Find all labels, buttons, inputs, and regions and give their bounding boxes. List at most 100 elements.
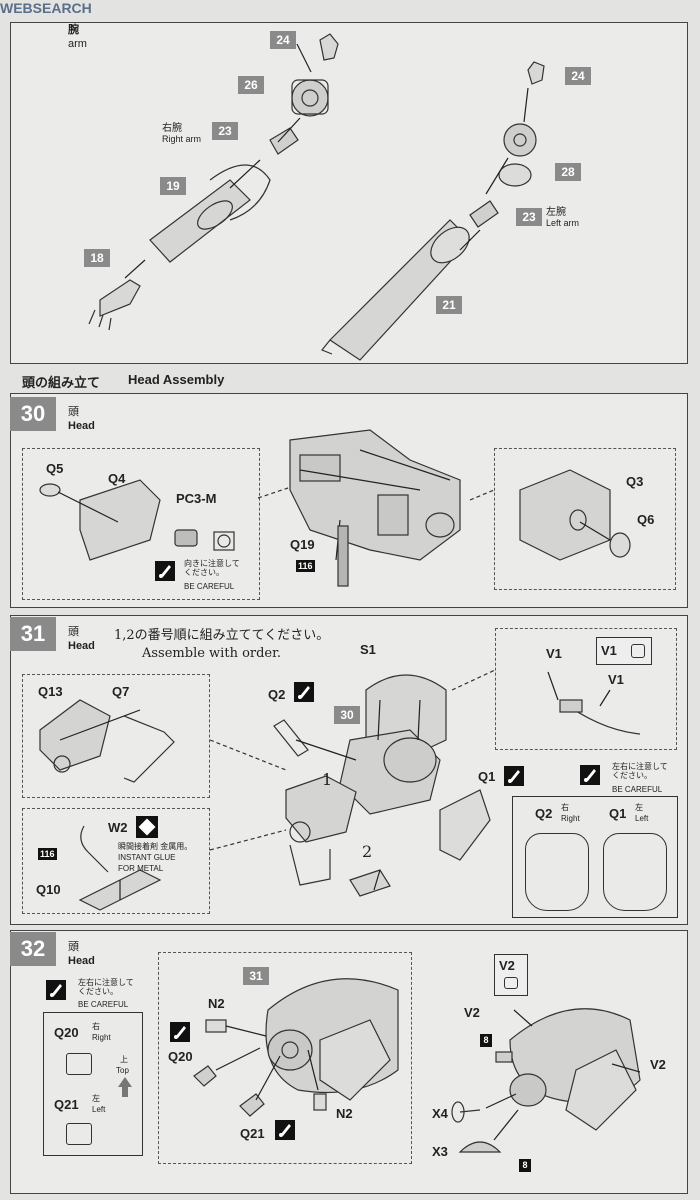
step30-label-q3: Q3 [626,474,644,489]
head-assembly-heading-jp: 頭の組み立て [22,375,101,390]
step31-number: 31 [10,617,56,651]
step32-label-8b: 8 [519,1159,531,1172]
step30-left-subpanel [22,448,260,600]
step31-label-q1: Q1 [478,769,496,784]
step32-careful-en: BE CAREFUL [78,1000,129,1009]
q21-part-shape [66,1123,92,1145]
step31-glue-icon [136,816,158,838]
step32-label-v2a: V2 [499,958,515,973]
left-arm-en: Left arm [546,218,580,228]
part-label-24b: 24 [565,67,591,85]
arm-title-jp: 腕 [68,24,79,36]
right-arm-jp: 右腕 [162,123,182,134]
step32-label-x4: X4 [432,1106,448,1121]
watermark-text: WEBSEARCH [0,0,92,16]
step31-glue-en1: INSTANT GLUE [118,853,176,862]
step30-title-en: Head [68,420,95,432]
step31-glue-jp: 瞬間接着剤 金属用。 [118,842,193,851]
q1-part-shape [603,833,667,911]
step31-label-q13: Q13 [38,684,63,699]
step31-q1-careful-icon [504,766,524,786]
step31-glue-en2: FOR METAL [118,864,164,873]
step32-title-en: Head [68,955,95,967]
step30-label-q4: Q4 [108,471,126,486]
step32-q20-label: Q20 [54,1025,79,1040]
step32-q21-jp: 左 [92,1094,100,1103]
step31-q2-sub-en: Right [561,814,580,823]
step32-v2-box: V2 [494,954,528,996]
step32-center-subpanel [158,952,412,1164]
arm-illustration [88,33,545,361]
part-label-26: 26 [238,76,264,94]
top-arrow-icon [118,1077,132,1087]
step31-label-q7: Q7 [112,684,130,699]
step31-label-s1: S1 [360,642,376,657]
step31-title-en: Head [68,640,95,652]
step31-label-v1b: V1 [601,643,617,658]
part-label-23b: 23 [516,208,542,226]
step31-label-v1a: V1 [546,646,562,661]
step31-code-116: 116 [38,848,57,860]
step30-label-pc3m: PC3-M [176,491,217,506]
step31-q2-label: Q2 [535,806,553,821]
step32-label-n2a: N2 [208,996,225,1011]
q2-part-shape [525,833,589,911]
step31-lr-careful-icon [580,765,600,785]
step31-order-jp: 1,2の番号順に組み立ててください。 [114,628,330,643]
step32-q21-careful-icon [275,1120,295,1140]
step32-q20-jp: 右 [92,1022,100,1031]
step32-label-q21: Q21 [240,1126,265,1141]
step32-label-n2b: N2 [336,1106,353,1121]
step31-v1-box: V1 [596,637,652,665]
step31-label-q10: Q10 [36,882,61,897]
step32-title-jp: 頭 [68,941,79,953]
step31-left-top-subpanel [22,674,210,798]
part-label-18: 18 [84,249,110,267]
part-label-23a: 23 [212,122,238,140]
left-arm-jp: 左腕 [546,207,566,218]
part-label-28: 28 [555,163,581,181]
step31-q2-sub-jp: 右 [561,803,569,812]
step32-label-v2b: V2 [464,1005,480,1020]
step31-illustration [39,647,641,911]
step31-order-mark-1: 1 [322,770,333,789]
step31-order-mark-2: 2 [362,842,373,861]
step32-careful-icon [46,980,66,1000]
step31-lr-careful-en: BE CAREFUL [612,785,663,794]
step31-lr-careful-jp: 左右に注意して ください。 [612,762,668,780]
step32-q21-en: Left [92,1105,106,1114]
step32-n2-careful-icon [170,1022,190,1042]
step32-q20-en: Right [92,1033,111,1042]
step30-careful-en: BE CAREFUL [184,582,235,591]
step31-label-30: 30 [334,706,360,724]
part-label-24a: 24 [270,31,296,49]
step30-number: 30 [10,397,56,431]
step31-order-en: Assemble with order. [142,646,282,661]
step30-illustration [39,429,631,587]
step30-careful-icon [155,561,175,581]
step30-label-q19: Q19 [290,537,315,552]
step31-label-w2: W2 [108,820,128,835]
step31-q1-sub-en: Left [635,814,649,823]
step31-q2q1-box: Q2 右 Right Q1 左 Left [512,796,678,918]
step31-q2-careful-icon [294,682,314,702]
step31-q1-label: Q1 [609,806,627,821]
top-arrow-stem [122,1087,128,1097]
v2-hex-icon [504,977,518,989]
step30-label-q6: Q6 [637,512,655,527]
step32-careful-jp: 左右に注意して ください。 [78,978,134,996]
part-label-19: 19 [160,177,186,195]
step31-left-bottom-subpanel [22,808,210,914]
step32-label-8a: 8 [480,1034,492,1047]
step30-careful-jp: 向きに注意して ください。 [184,559,240,577]
step31-title-jp: 頭 [68,626,79,638]
v1-nut-icon [631,644,645,658]
step31-right-top-subpanel [495,628,677,750]
step32-q20q21-box: Q20 右 Right 上 Top Q21 左 Left [43,1012,143,1156]
step32-number: 32 [10,932,56,966]
step30-right-subpanel [494,448,676,590]
head-assembly-heading-en: Head Assembly [128,372,225,387]
part-label-21: 21 [436,296,462,314]
step30-code-116: 116 [296,560,315,572]
